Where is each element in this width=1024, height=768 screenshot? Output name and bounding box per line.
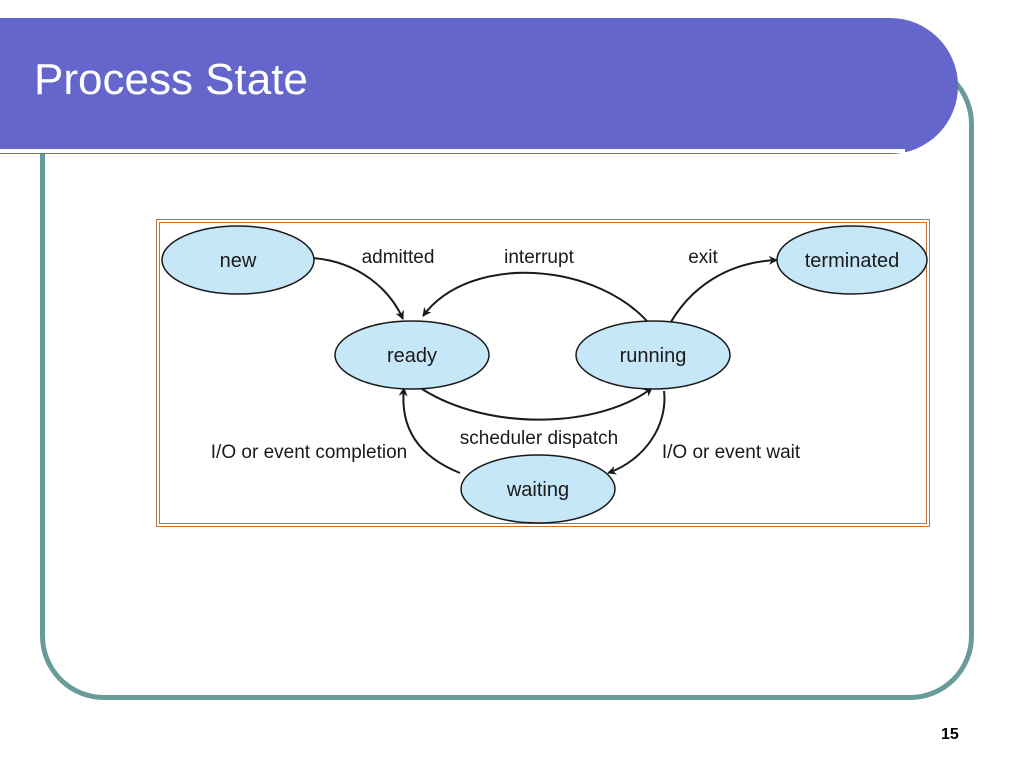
- io-event-wait-arrow: [607, 390, 666, 475]
- admitted-label: admitted: [362, 247, 435, 268]
- state-new-label: new: [220, 250, 257, 272]
- state-running: running: [575, 320, 731, 390]
- state-waiting: waiting: [460, 454, 616, 524]
- state-waiting-label: waiting: [506, 479, 569, 501]
- scheduler-dispatch-label: scheduler dispatch: [460, 428, 618, 449]
- scheduler-dispatch-arrow: [421, 387, 653, 421]
- exit-label: exit: [688, 247, 718, 268]
- interrupt-label: interrupt: [504, 247, 574, 268]
- title-bar: [0, 18, 958, 154]
- title-underline: [0, 149, 905, 153]
- slide-title: Process State: [34, 55, 308, 104]
- state-terminated-label: terminated: [805, 250, 900, 272]
- io-event-completion-label: I/O or event completion: [211, 442, 407, 463]
- io-event-completion-arrow: [398, 387, 461, 474]
- io-event-wait-label: I/O or event wait: [662, 442, 801, 463]
- admitted-arrow: [312, 257, 404, 320]
- interrupt-arrow: [422, 271, 653, 328]
- state-new: new: [161, 225, 315, 295]
- page-number: 15: [941, 726, 959, 743]
- state-ready-label: ready: [387, 345, 437, 367]
- state-running-label: running: [620, 345, 687, 367]
- state-terminated: terminated: [776, 225, 928, 295]
- state-ready: ready: [334, 320, 490, 390]
- exit-arrow: [666, 255, 778, 330]
